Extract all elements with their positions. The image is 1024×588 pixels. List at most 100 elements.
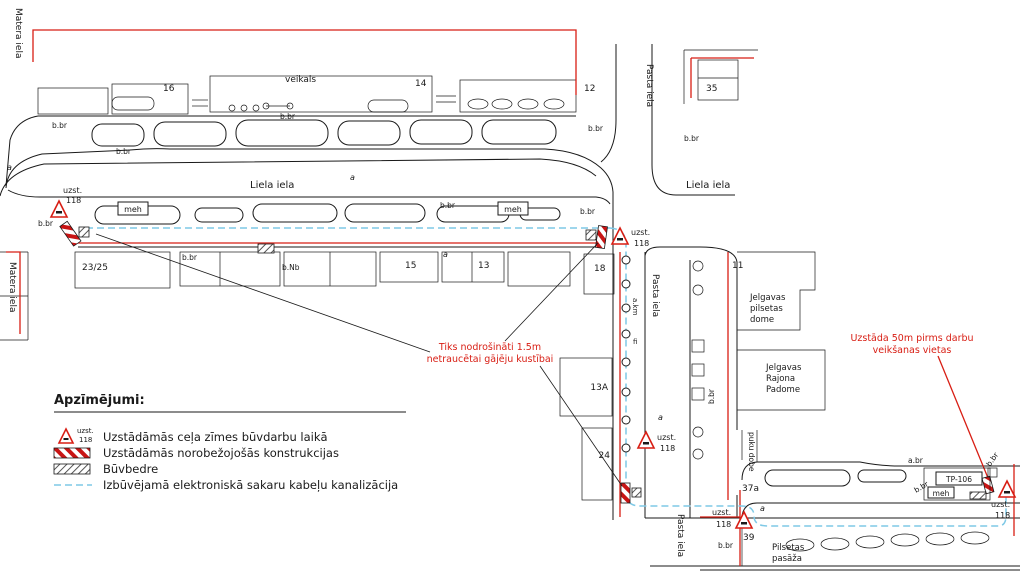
padome-label-line1: Jelgavas [765, 363, 802, 373]
annotation-leaders [95, 233, 623, 487]
building-label-37a: 37a [742, 484, 759, 494]
pasaza-label-line2: pasāža [772, 554, 802, 564]
legend-item-cable: Izbūvējamā elektroniskā sakaru kabeļu ka… [54, 478, 398, 492]
barrier [981, 475, 995, 495]
surface-label-bbr: b.br [52, 121, 68, 130]
legend-item-pit: Būvbedre [53, 462, 158, 476]
surface-label-a: a [760, 504, 765, 513]
sign-label-118: 118 [716, 520, 731, 529]
meh-box-label: meh [124, 205, 142, 214]
surface-label-bbr: b.br [684, 134, 700, 143]
building-label-24: 24 [599, 451, 611, 461]
building-label-16: 16 [163, 84, 175, 94]
legend-item-barrier: Uzstādāmās norobežojošās konstrukcijas [53, 446, 339, 460]
excavation-hatch [257, 243, 275, 254]
sign-label-118: 118 [995, 511, 1010, 520]
surface-label-a: a [350, 173, 355, 182]
tp106-label: TP-106 [945, 475, 972, 484]
street-label-liela-1: Liela iela [250, 180, 294, 191]
annotation-pedestrian-line2: netraucētai gājēju kustībai [427, 354, 554, 365]
warning-sign-5: uzst. 118 [991, 479, 1017, 520]
surface-label-bbr: b.br [116, 147, 132, 156]
legend-item-sign: uzst. 118 Uzstādāmās ceļa zīmes būvdarbu… [57, 427, 328, 444]
surface-label-a: a [7, 163, 12, 172]
surface-label-bbr: b.br [707, 388, 716, 404]
building-label-23-25: 23/25 [82, 263, 108, 273]
barrier-icon [53, 447, 91, 459]
sign-label-uzst: uzst. [631, 228, 650, 237]
install-annotation-leader [937, 355, 989, 479]
sign-label-uzst: uzst. [712, 508, 731, 517]
surface-label-a: a [443, 250, 448, 259]
building-label-14: 14 [415, 79, 427, 89]
padome-label-line2: Rajona [766, 374, 795, 384]
surface-label-bbr: b.br [38, 219, 54, 228]
building-label-11: 11 [732, 261, 743, 271]
building-label-35: 35 [706, 84, 717, 94]
surface-label-bbr: b.br [984, 450, 1000, 468]
warning-sign-1: uzst. 118 [49, 186, 82, 218]
legend-sign-118: 118 [79, 436, 92, 444]
legend-title: Apzīmējumi: [54, 393, 145, 408]
building-label-12: 12 [584, 84, 595, 94]
building-label-15: 15 [405, 261, 416, 271]
sign-label-118: 118 [660, 444, 675, 453]
street-label-pasta-2: Pasta iela [650, 274, 660, 317]
equipment-boxes: meh meh TP-106 meh [117, 201, 998, 501]
flowerbed-label: puku dobe [747, 432, 756, 472]
barrier [595, 225, 608, 250]
sign-label-118: 118 [634, 239, 649, 248]
place-labels: Jelgavas pilsetas dome Jelgavas Rajona P… [749, 293, 805, 564]
dome-label-line3: dome [750, 315, 774, 325]
parked-cars [111, 96, 990, 552]
street-linework [0, 44, 1020, 571]
pasaza-label-line1: Pilsetas [772, 543, 805, 553]
surface-label-bbr: b.br [718, 541, 734, 550]
excavation-hatch [585, 229, 597, 241]
legend-item-2-label: Uzstādāmās norobežojošās konstrukcijas [103, 446, 339, 460]
dome-label-line2: pilsetas [750, 304, 783, 314]
annotation-install-line1: Uzstāda 50m pirms darbu [850, 333, 973, 344]
legend-item-3-label: Būvbedre [103, 462, 158, 476]
building-label-18: 18 [594, 264, 606, 274]
excavation-hatch [78, 226, 90, 238]
surface-label-bbr: b.br [440, 201, 456, 210]
warning-sign-2: uzst. 118 [610, 226, 650, 248]
surface-label-a: a [658, 413, 663, 422]
excavation-hatch [631, 487, 642, 498]
building-label-39: 39 [743, 533, 755, 543]
building-label-13: 13 [478, 261, 489, 271]
annotation-pedestrian-line1: Tiks nodrošināti 1.5m [438, 342, 541, 353]
sign-label-118: 118 [66, 196, 81, 205]
legend-item-4-label: Izbūvējamā elektroniskā sakaru kabeļu ka… [103, 478, 398, 492]
surface-label-akm: a.km [631, 298, 639, 316]
surface-label-bbr: b.br [580, 207, 596, 216]
padome-label-line3: Padome [766, 385, 800, 395]
meh-box-label: meh [933, 489, 950, 498]
veikals-label: veikals [285, 75, 316, 85]
sign-label-uzst: uzst. [657, 433, 676, 442]
surface-label-abr: a.br [908, 456, 924, 465]
excavation-hatch [969, 491, 987, 500]
annotation-install: Uzstāda 50m pirms darbu veikšanas vietas [850, 333, 973, 356]
excavation-icon [53, 463, 91, 475]
sign-label-uzst: uzst. [63, 186, 82, 195]
surface-label-bbr: b.br [182, 253, 198, 262]
building-label-13a: 13A [590, 383, 608, 393]
annotation-install-line2: veikšanas vietas [873, 345, 952, 356]
warning-sign-4: uzst. 118 [712, 508, 754, 529]
cable-manholes [621, 255, 631, 453]
traffic-islands [91, 119, 907, 487]
surface-label-bnb: b.Nb [282, 263, 300, 272]
street-label-matera-1: Matera iela [13, 8, 23, 58]
legend: Apzīmējumi: uzst. 118 Uzstādāmās ceļa zī… [53, 393, 406, 492]
street-label-pasta-3: Pasta iela [675, 514, 685, 557]
plan-labels: veikals 16 14 12 35 23/25 15 13 18 13A 2… [7, 75, 1001, 550]
surface-label-bbr: b.br [280, 112, 296, 121]
sign-label-uzst: uzst. [991, 500, 1010, 509]
legend-item-1-label: Uzstādāmās ceļa zīmes būvdarbu laikā [103, 430, 328, 444]
barrier [620, 482, 631, 504]
barriers-and-pits [59, 220, 995, 504]
legend-sign-uzst: uzst. [77, 427, 94, 435]
